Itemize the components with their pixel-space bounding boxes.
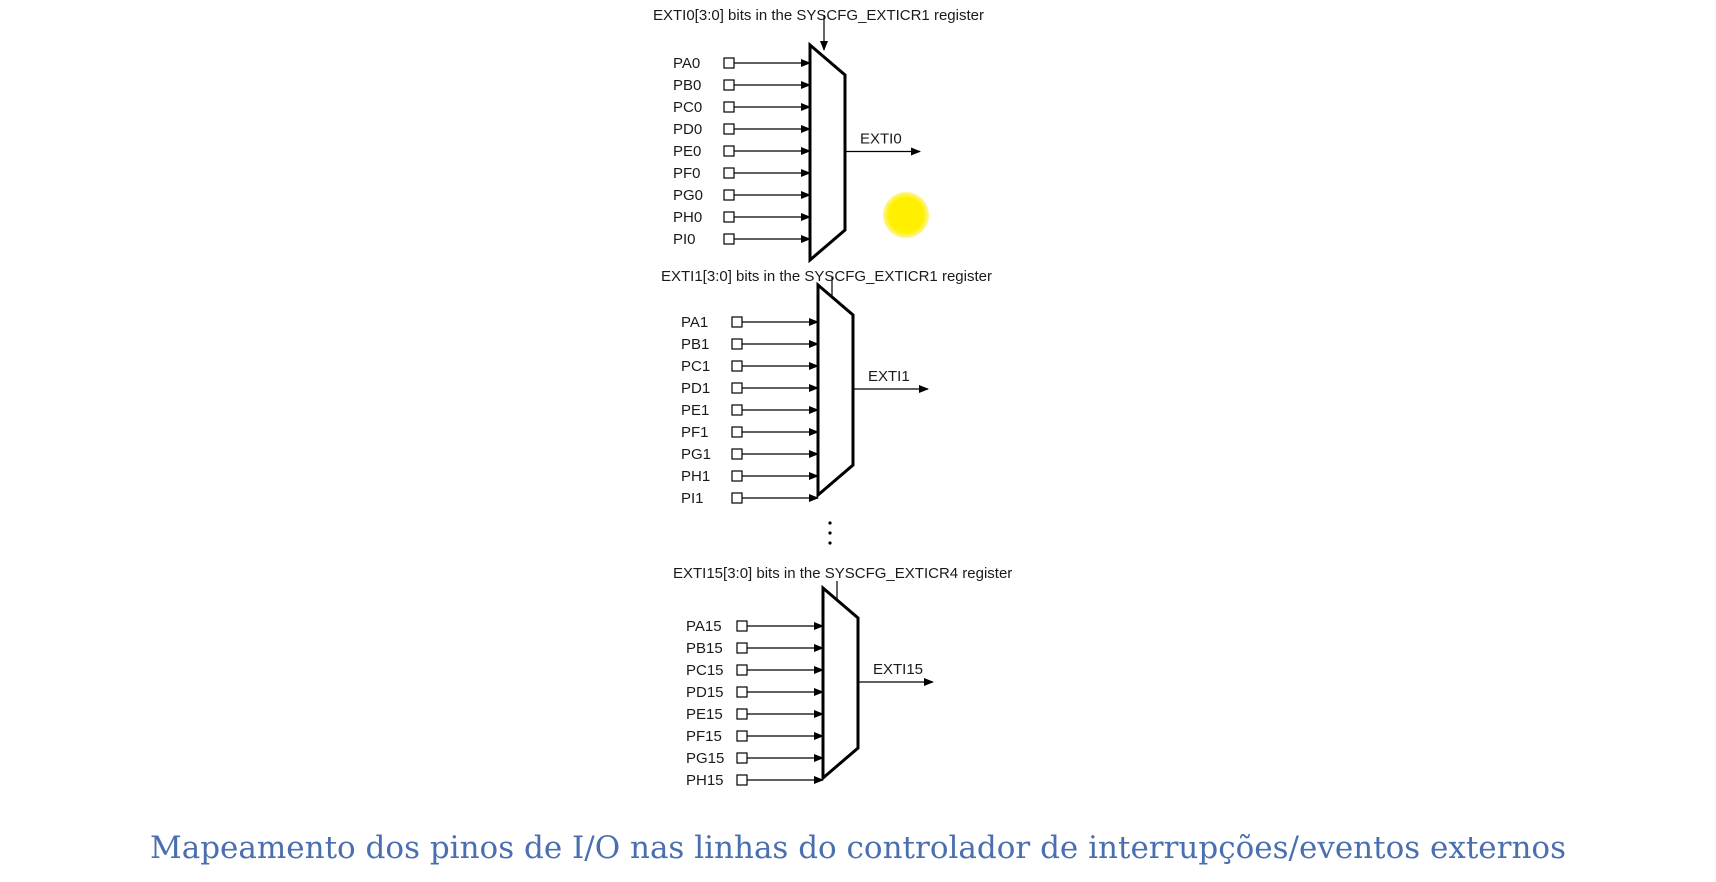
input-pin-label: PD15 (686, 684, 724, 701)
input-pin-label: PA0 (673, 55, 700, 72)
input-pin-box (736, 664, 748, 676)
output-label: EXTI0 (860, 131, 902, 148)
input-pin-box (736, 708, 748, 720)
input-pin-box (723, 233, 735, 245)
input-pin-box (736, 620, 748, 632)
input-pin-label: PG1 (681, 446, 711, 463)
input-pin-box (723, 123, 735, 135)
input-pin-label: PI0 (673, 231, 696, 248)
cursor-highlight-dot (883, 192, 929, 238)
input-pin-box (731, 382, 743, 394)
input-pin-label: PA15 (686, 618, 722, 635)
input-pin-box (731, 338, 743, 350)
input-pin-box (731, 426, 743, 438)
figure-caption: Mapeamento dos pinos de I/O nas linhas d… (149, 830, 1567, 866)
mux-body (808, 41, 847, 264)
input-pin-label: PF15 (686, 728, 722, 745)
register-label: EXTI1[3:0] bits in the SYSCFG_EXTICR1 re… (661, 268, 992, 285)
input-pin-label: PB1 (681, 336, 709, 353)
input-pin-box (723, 101, 735, 113)
input-pin-box (723, 167, 735, 179)
mux-exti15: EXTI15[3:0] bits in the SYSCFG_EXTICR4 r… (673, 565, 1012, 789)
input-pin-box (723, 189, 735, 201)
input-pin-label: PE1 (681, 402, 709, 419)
input-pin-box (731, 470, 743, 482)
output-label: EXTI15 (873, 661, 923, 678)
input-pin-box (723, 79, 735, 91)
input-pin-label: PF1 (681, 424, 709, 441)
input-pin-label: PA1 (681, 314, 708, 331)
output-label: EXTI1 (868, 368, 910, 385)
input-pin-label: PC1 (681, 358, 710, 375)
input-pin-label: PB0 (673, 77, 701, 94)
mux-exti0: EXTI0[3:0] bits in the SYSCFG_EXTICR1 re… (653, 7, 984, 264)
input-pin-label: PC0 (673, 99, 702, 116)
mux-exti1: EXTI1[3:0] bits in the SYSCFG_EXTICR1 re… (661, 268, 992, 507)
input-pin-box (736, 686, 748, 698)
input-pin-box (723, 211, 735, 223)
input-pin-box (736, 752, 748, 764)
register-label: EXTI15[3:0] bits in the SYSCFG_EXTICR4 r… (673, 565, 1012, 582)
input-pin-box (723, 57, 735, 69)
input-pin-box (731, 404, 743, 416)
mux-body (821, 584, 860, 782)
input-pin-box (731, 492, 743, 504)
mux-body (816, 281, 855, 499)
input-pin-box (736, 730, 748, 742)
input-pin-box (723, 145, 735, 157)
ellipsis-dots (828, 521, 832, 545)
input-pin-label: PH1 (681, 468, 710, 485)
input-pin-box (731, 316, 743, 328)
input-pin-label: PI1 (681, 490, 704, 507)
input-pin-label: PG15 (686, 750, 724, 767)
input-pin-label: PD1 (681, 380, 710, 397)
input-pin-label: PH15 (686, 772, 724, 789)
input-pin-box (736, 642, 748, 654)
input-pin-box (736, 774, 748, 786)
input-pin-label: PD0 (673, 121, 702, 138)
input-pin-label: PB15 (686, 640, 723, 657)
input-pin-box (731, 448, 743, 460)
input-pin-label: PE15 (686, 706, 723, 723)
input-pin-label: PH0 (673, 209, 702, 226)
register-label: EXTI0[3:0] bits in the SYSCFG_EXTICR1 re… (653, 7, 984, 24)
input-pin-label: PE0 (673, 143, 701, 160)
exti-mux-diagram: EXTI0[3:0] bits in the SYSCFG_EXTICR1 re… (653, 7, 1012, 789)
input-pin-label: PG0 (673, 187, 703, 204)
input-pin-label: PC15 (686, 662, 724, 679)
input-pin-box (731, 360, 743, 372)
input-pin-label: PF0 (673, 165, 701, 182)
